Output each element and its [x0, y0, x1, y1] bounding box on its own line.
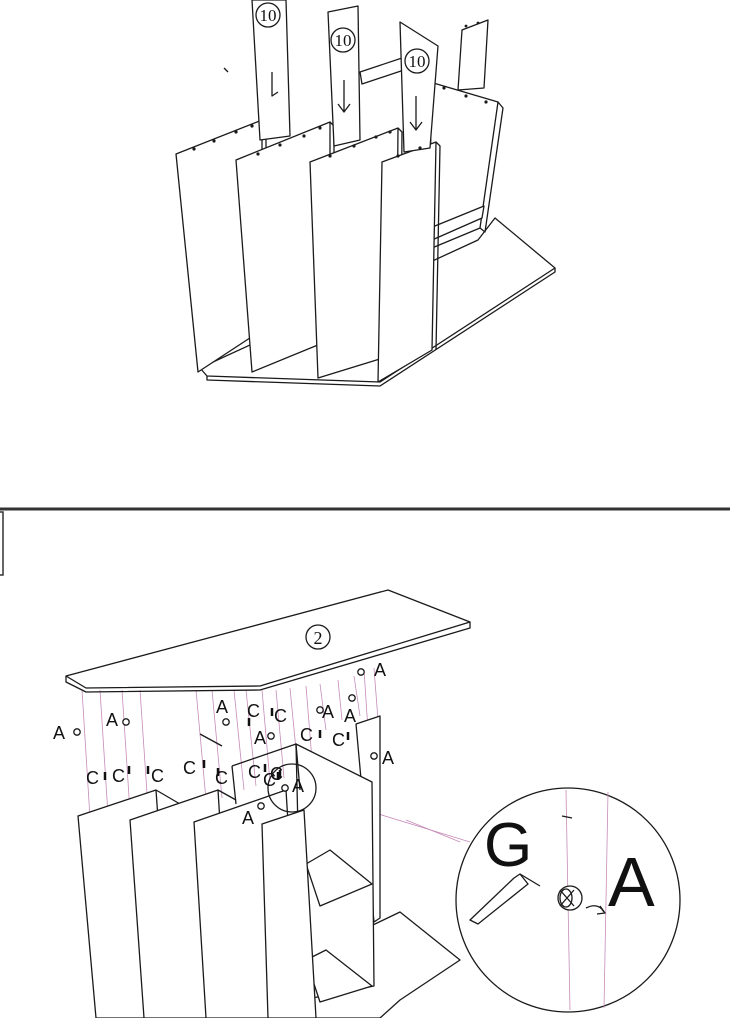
svg-text:10: 10 — [335, 31, 352, 50]
detail-source-circle — [267, 763, 317, 813]
svg-text:A: A — [216, 697, 228, 717]
svg-text:C: C — [151, 766, 164, 786]
dowel-labels-c: C C C C C C C C C C C C — [86, 701, 345, 790]
svg-text:C: C — [332, 730, 345, 750]
svg-text:A: A — [53, 723, 65, 743]
svg-text:C: C — [274, 706, 287, 726]
svg-text:C: C — [215, 768, 228, 788]
fitting-label-a: A — [608, 843, 655, 921]
part-10-board-c — [399, 21, 439, 153]
bottom-step-illustration: 2 A A A A A A A A — [53, 589, 681, 1018]
cam-lock-fittings — [73, 668, 378, 810]
shelf-upper — [305, 849, 373, 907]
svg-text:A: A — [106, 710, 118, 730]
top-board-part-2 — [65, 589, 471, 689]
svg-text:C: C — [112, 766, 125, 786]
part-10-board-a — [251, 0, 291, 141]
tool-label-g: G — [484, 811, 532, 880]
tick-mark-bottom — [199, 733, 223, 747]
dowel-holes — [192, 21, 488, 158]
upright-front — [261, 809, 317, 1018]
svg-text:A: A — [382, 748, 394, 768]
svg-text:C: C — [270, 764, 283, 784]
upright-panel-4 — [377, 141, 437, 383]
cam-lock-icon — [557, 885, 606, 915]
detail-magnifier: G A — [455, 787, 681, 1013]
part-callout-10-b: 10 — [330, 27, 356, 53]
svg-text:C: C — [247, 701, 260, 721]
svg-text:10: 10 — [409, 52, 426, 71]
insert-arrows — [271, 72, 423, 131]
part-callout-10-a: 10 — [255, 2, 281, 28]
svg-text:A: A — [242, 808, 254, 828]
back-strip — [359, 57, 405, 85]
part-10-board-d — [457, 19, 489, 91]
svg-text:C: C — [248, 762, 261, 782]
svg-text:A: A — [254, 728, 266, 748]
svg-text:2: 2 — [314, 628, 323, 648]
svg-text:A: A — [344, 706, 356, 726]
tick-mark — [223, 67, 229, 73]
fitting-labels-a: A A A A A A A A A A — [53, 660, 394, 828]
svg-text:A: A — [374, 660, 386, 680]
svg-text:10: 10 — [260, 6, 277, 25]
shelf-lower — [305, 949, 373, 1003]
step-divider — [0, 507, 730, 576]
svg-text:A: A — [292, 776, 304, 796]
part-10-board-b — [327, 5, 361, 147]
dowel-marks — [103, 708, 350, 780]
part-callout-10-c: 10 — [404, 48, 430, 74]
top-step-illustration: 10 10 10 — [175, 0, 556, 387]
svg-text:C: C — [86, 768, 99, 788]
screwdriver-icon — [469, 873, 541, 925]
part-callout-2: 2 — [305, 624, 331, 650]
svg-text:C: C — [300, 725, 313, 745]
svg-text:A: A — [322, 702, 334, 722]
svg-text:C: C — [183, 758, 196, 778]
